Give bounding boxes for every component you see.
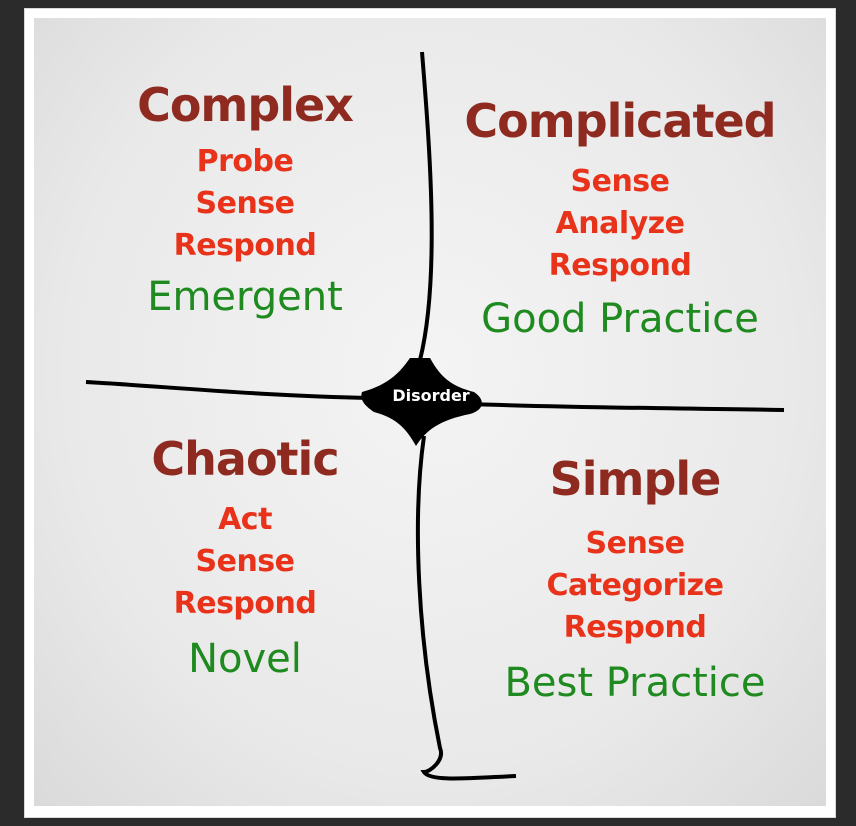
step-label: Analyze [555,205,685,241]
step-label: Respond [173,585,317,621]
divider-left [85,380,373,400]
divider-bottom [415,435,517,781]
quadrant-steps: Act Sense Respond [110,499,380,625]
step-label: Respond [563,609,707,645]
divider-top [418,51,434,361]
quadrant-title: Chaotic [151,432,339,486]
quadrant-practice: Novel [188,635,302,682]
step-label: Respond [173,227,317,263]
divider-right [469,402,785,412]
quadrant-practice: Good Practice [481,295,759,342]
quadrant-title: Complex [137,78,354,132]
center-blob [361,358,482,446]
step-label: Probe [196,143,294,179]
step-label: Sense [195,185,295,221]
quadrant-practice: Emergent [147,273,343,320]
quadrant-chaotic: Chaotic Act Sense Respond Novel [110,434,380,681]
quadrant-simple: Simple Sense Categorize Respond Best Pra… [480,454,790,705]
quadrant-steps: Probe Sense Respond [110,141,380,267]
quadrant-complicated: Complicated Sense Analyze Respond Good P… [440,96,800,341]
quadrant-steps: Sense Categorize Respond [480,523,790,649]
step-label: Sense [570,163,670,199]
quadrant-title: Simple [549,452,722,506]
quadrant-steps: Sense Analyze Respond [440,161,800,287]
step-label: Respond [548,247,692,283]
step-label: Act [218,501,272,537]
quadrant-title: Complicated [464,94,776,148]
quadrant-practice: Best Practice [504,659,766,706]
center-label-disorder: Disorder [392,386,470,405]
step-label: Sense [195,543,295,579]
quadrant-complex: Complex Probe Sense Respond Emergent [110,80,380,319]
step-label: Sense [585,525,685,561]
step-label: Categorize [546,567,724,603]
